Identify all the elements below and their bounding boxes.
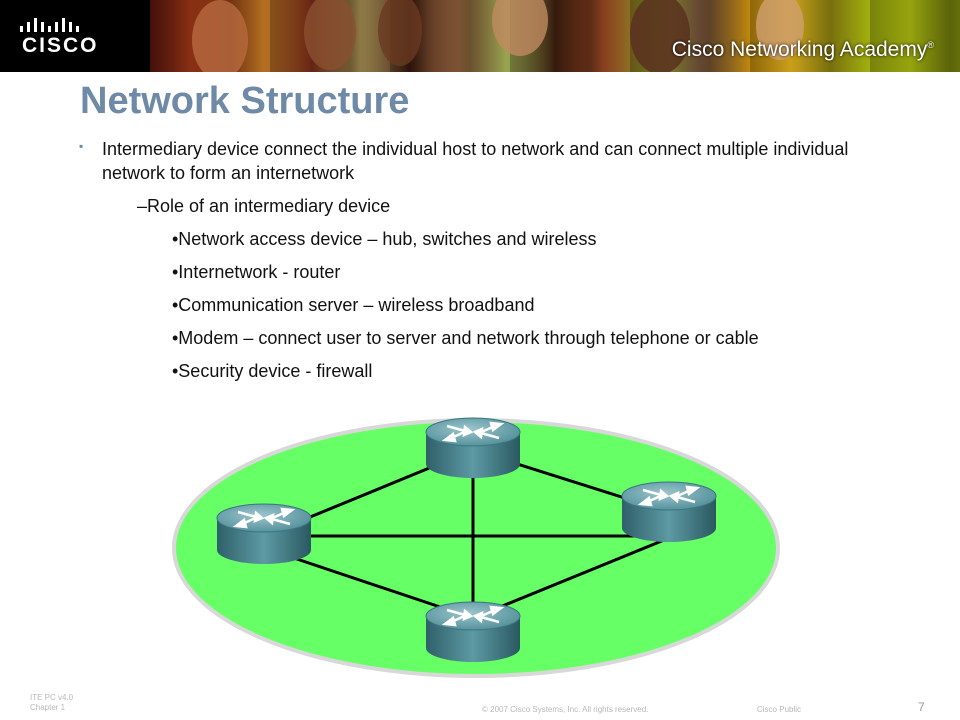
- cisco-logo: CISCO: [0, 0, 150, 72]
- footer-course-info: ITE PC v4.0 Chapter 1: [30, 693, 73, 713]
- banner-faces-image: [192, 0, 804, 72]
- academy-text: Cisco Networking Academy: [671, 38, 928, 61]
- router-icon-top: [424, 416, 522, 480]
- bullet-level3-item: •Communication server – wireless broadba…: [172, 295, 535, 315]
- footer-course: ITE PC v4.0: [30, 693, 74, 702]
- bullet-level1: Intermediary device connect the individu…: [102, 139, 849, 183]
- slide-title: Network Structure: [80, 80, 410, 122]
- bullet-level3-item: •Internetwork - router: [172, 262, 341, 282]
- router-icon-right: [620, 480, 718, 544]
- bullet-level2: –Role of an intermediary device: [137, 196, 391, 216]
- banner-photo-strip: [150, 0, 960, 72]
- router-icon-bottom: [424, 600, 522, 664]
- page-number: 7: [918, 700, 925, 714]
- bullet-marker: ▪: [79, 139, 84, 153]
- bullet-level3-item: •Network access device – hub, switches a…: [172, 229, 597, 249]
- network-diagram: [172, 416, 780, 678]
- footer-chapter: Chapter 1: [30, 703, 66, 712]
- bullet-level3-item: •Modem – connect user to server and netw…: [172, 328, 759, 348]
- academy-mark: ®: [927, 40, 934, 50]
- academy-name: Cisco Networking Academy®: [672, 38, 934, 62]
- cisco-bars-icon: [20, 18, 79, 32]
- banner-photo-shade: [150, 0, 960, 72]
- header-banner: CISCO Cisco Networking Academy®: [0, 0, 960, 72]
- cisco-logo-text: CISCO: [22, 34, 99, 57]
- router-icon-left: [215, 502, 313, 566]
- footer-copyright: © 2007 Cisco Systems, Inc. All rights re…: [482, 705, 649, 714]
- footer-classification: Cisco Public: [757, 705, 802, 714]
- bullet-level3-item: •Security device - firewall: [172, 361, 373, 381]
- link-right-bottom: [472, 536, 670, 620]
